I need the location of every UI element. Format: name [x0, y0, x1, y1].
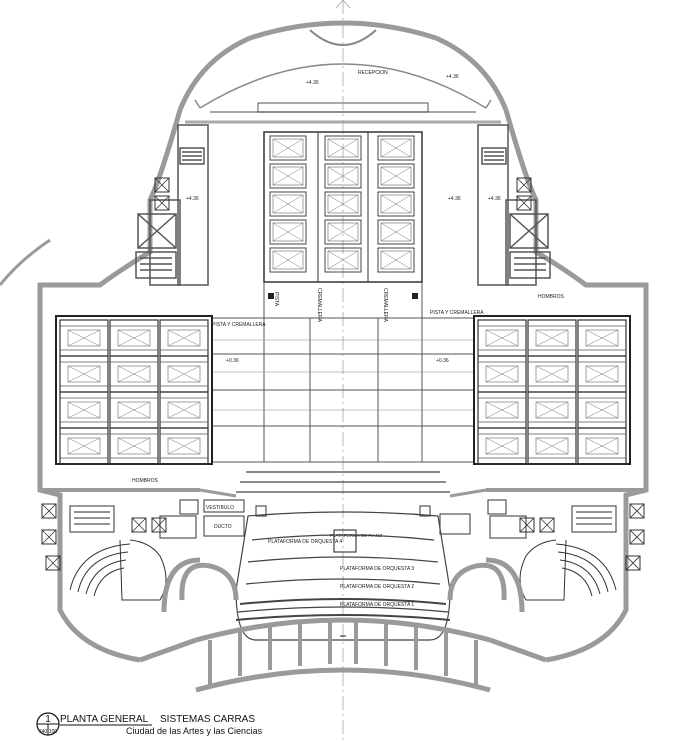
- label-pista-cremallera-right: PISTA Y CREMALLERA: [430, 310, 484, 316]
- title-block: 1 140 100 PLANTA GENERAL SISTEMAS CARRAS…: [36, 712, 263, 736]
- label-cremallera-left: CREMALLERA: [316, 288, 322, 323]
- level-upper-mid-left: +4.36: [186, 196, 199, 202]
- level-top-left: +4.36: [306, 80, 319, 86]
- right-spiral-stair: [519, 539, 617, 601]
- label-recepcion: RECEPCION: [358, 70, 388, 76]
- drawing-number: 1: [45, 714, 51, 725]
- level-stage-right: +0.36: [436, 358, 449, 364]
- label-pista-cremallera-left: PISTA Y CREMALLERA: [212, 322, 266, 328]
- left-spiral-stair: [69, 539, 167, 601]
- level-stage-left: +0.36: [226, 358, 239, 364]
- level-upper-mid-right: +4.36: [448, 196, 461, 202]
- right-wagon-grid: [473, 315, 631, 465]
- label-hombros-left: HOMBROS: [132, 478, 159, 484]
- label-pista: PISTA: [273, 292, 279, 307]
- left-wagon-grid: [55, 315, 213, 465]
- upper-rigging-grid: [263, 131, 423, 300]
- label-hombros-right: HOMBROS: [538, 294, 565, 300]
- drawing-title: PLANTA GENERAL: [60, 714, 149, 725]
- label-plataforma-piano: PLATAFORMA DE PIANO: [330, 533, 383, 538]
- label-plataforma-orquesta-1: PLATAFORMA DE ORQUESTA 1: [340, 602, 414, 608]
- label-plataforma-orquesta-2: PLATAFORMA DE ORQUESTA 2: [340, 584, 414, 590]
- label-plataforma-orquesta-4: PLATAFORMA DE ORQUESTA 4: [268, 539, 342, 545]
- lower-rooms: [69, 499, 617, 539]
- label-plataforma-orquesta-3: PLATAFORMA DE ORQUESTA 3: [340, 566, 414, 572]
- label-cremallera-right: CREMALLERA: [382, 288, 388, 323]
- scale-right: 100: [49, 729, 58, 735]
- drawing-system: SISTEMAS CARRAS: [160, 714, 255, 725]
- label-ducto: DUCTO: [214, 524, 232, 530]
- building-outline: [0, 20, 649, 663]
- auditorium: [139, 557, 547, 693]
- level-upper-far-right: +4.36: [488, 196, 501, 202]
- label-vestibulo: VESTIBULO: [206, 505, 234, 511]
- orchestra-pit: [235, 511, 451, 641]
- room-labels: RECEPCION HOMBROS HOMBROS PISTA Y CREMAL…: [132, 70, 565, 608]
- scale-left: 140: [39, 729, 48, 735]
- proscenium: [40, 471, 646, 498]
- drawing-subtitle: Ciudad de las Artes y las Ciencias: [126, 726, 263, 736]
- auditorium-ribs: [208, 618, 478, 686]
- level-marks: +4.36 +4.36 +4.36 +4.36 +4.36 +0.36 +0.3…: [186, 74, 501, 364]
- level-top-right: +4.36: [446, 74, 459, 80]
